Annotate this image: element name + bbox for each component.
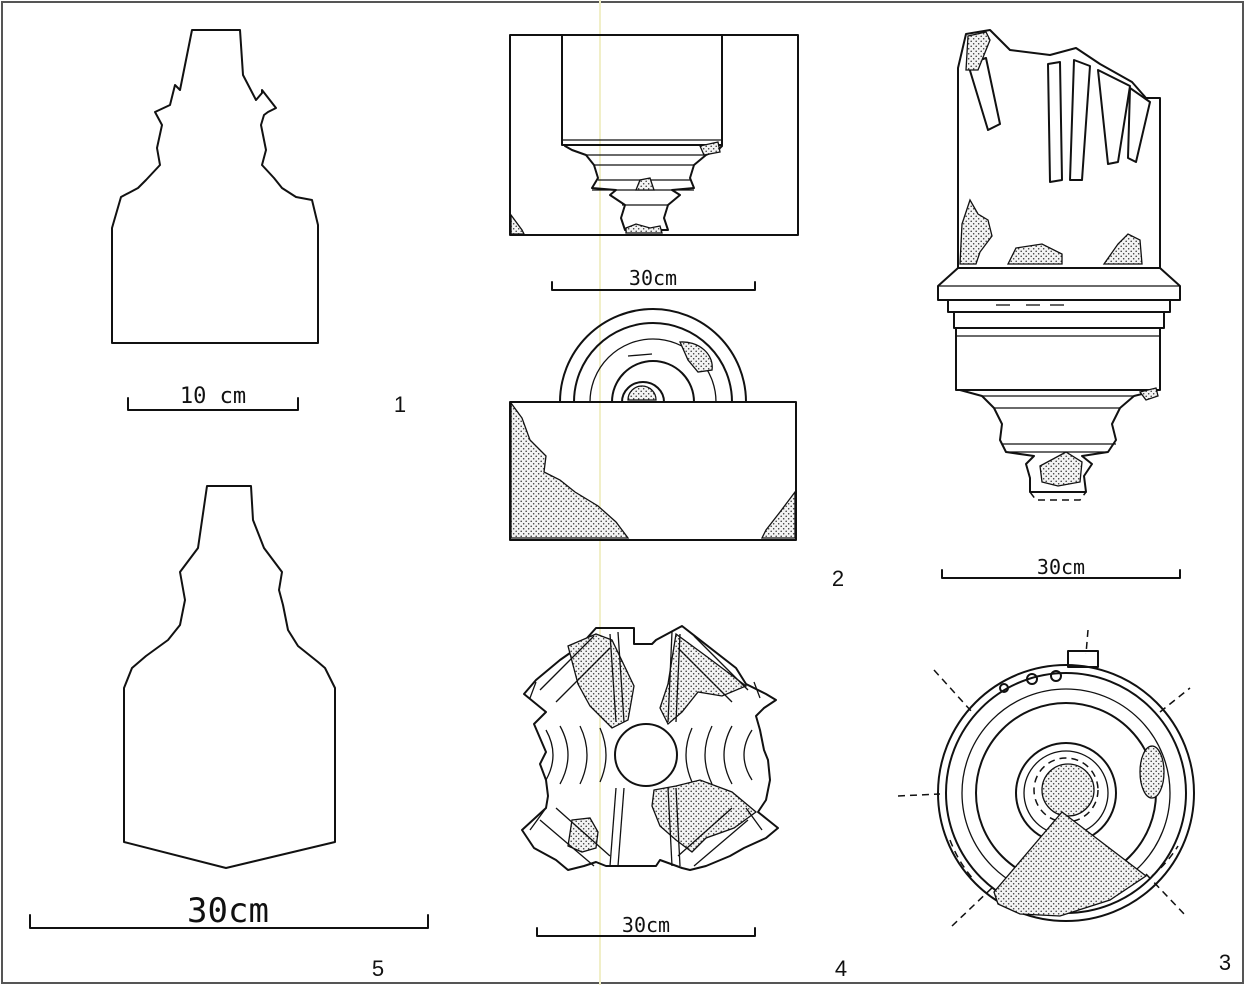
figure-number-5: 5 <box>372 956 384 981</box>
scale-label-4: 30cm <box>622 913 670 937</box>
scale-bar-2 <box>551 281 756 291</box>
figure-3-damage-mid <box>1006 243 1063 265</box>
scale-bar-3 <box>941 569 1181 579</box>
figure-number-4: 4 <box>835 956 847 981</box>
figure-4-damage-ne <box>659 632 748 726</box>
figure-3-collar <box>937 267 1181 301</box>
figure-2-elevation: 30cm <box>509 34 799 291</box>
figure-4-central-boss <box>614 723 678 787</box>
figure-3-outer-circle <box>937 664 1195 922</box>
figure-2-inner-ring <box>611 360 695 403</box>
figure-2-damage-b <box>635 177 655 191</box>
figure-3-dowel-holes <box>999 670 1062 693</box>
figure-3-damage-neck <box>1039 451 1083 487</box>
figure-3-tenon <box>1067 650 1099 668</box>
figure-2-break-right <box>760 490 796 539</box>
scale-label-5: 30cm <box>187 891 269 931</box>
figure-2-break-left <box>510 401 630 539</box>
scale-bar-4 <box>536 927 756 937</box>
figure-2-underside: 2 <box>509 308 844 591</box>
figure-3-spot <box>1139 745 1165 799</box>
figure-3-broken-wedge <box>993 811 1148 917</box>
figure-2-middle-ring <box>573 322 733 403</box>
figure-4-damage-nw <box>567 633 635 729</box>
figure-3-damage-collar <box>1138 387 1159 401</box>
figure-2-outer-ring <box>559 308 747 403</box>
figure-2-damage-c <box>625 223 663 234</box>
figure-3-missing-base <box>1029 491 1087 501</box>
figure-2-shaft <box>561 34 723 146</box>
figure-2-block <box>509 401 797 541</box>
figure-3-damage-left <box>959 198 993 265</box>
figure-3-plan: 3 <box>897 629 1231 975</box>
figure-5-profile: 30cm 5 <box>29 485 429 981</box>
figure-1-outline <box>111 29 319 344</box>
figure-3-elevation: 30cm <box>937 29 1181 579</box>
scale-bar-5 <box>29 914 429 929</box>
figure-4-plan: 30cm 4 <box>521 625 847 981</box>
figure-number-3: 3 <box>1219 950 1231 975</box>
scale-label-2: 30cm <box>629 266 677 290</box>
figure-3-damage-right <box>1102 233 1143 265</box>
figure-3-drum <box>955 327 1161 391</box>
figure-3-axis-lines <box>897 629 1191 927</box>
figure-3-neck <box>959 389 1159 493</box>
figure-2-socket <box>627 385 657 401</box>
figure-3-socket <box>1041 763 1095 817</box>
figure-number-1: 1 <box>394 392 406 417</box>
figure-number-2: 2 <box>832 566 844 591</box>
figure-2-ring-damage <box>679 341 713 373</box>
figure-4-outline <box>521 625 779 871</box>
scale-label-3: 30cm <box>1037 555 1085 579</box>
scale-bar-1 <box>127 397 299 411</box>
figure-3-damage-top <box>965 31 991 71</box>
figure-3-shaft <box>957 29 1161 269</box>
figure-2-damage-a <box>699 141 721 156</box>
figure-2-frame <box>509 34 799 236</box>
figure-5-outline <box>123 485 336 869</box>
figure-1-profile: 10 cm 1 <box>111 29 406 417</box>
scale-label-1: 10 cm <box>180 384 246 409</box>
figure-2-damage-d <box>510 213 526 235</box>
figure-4-facets <box>529 631 763 867</box>
figure-4-damage-sw <box>567 817 599 853</box>
